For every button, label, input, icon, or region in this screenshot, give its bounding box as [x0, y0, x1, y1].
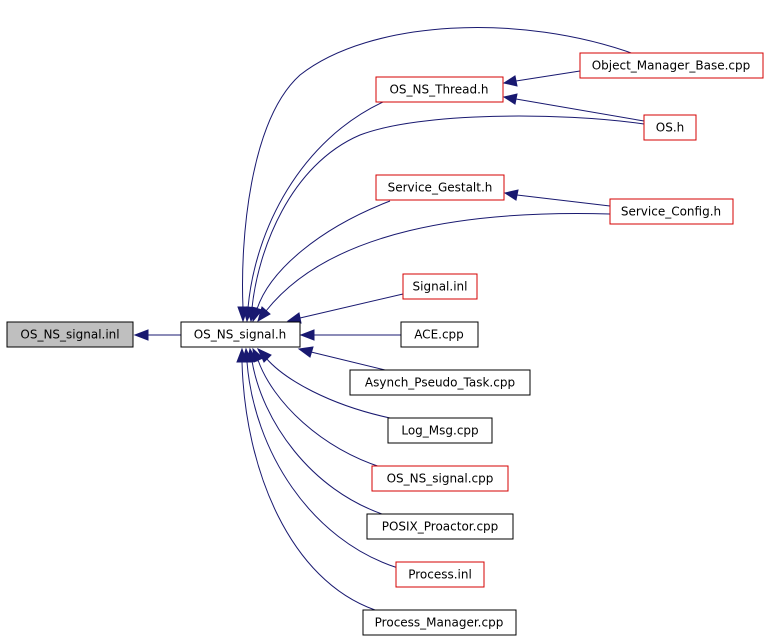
node-process-manager-cpp[interactable]: Process_Manager.cpp [362, 609, 517, 636]
node-os-ns-signal-h[interactable]: OS_NS_signal.h [180, 321, 301, 348]
edges [133, 27, 645, 611]
node-label: Process_Manager.cpp [375, 616, 504, 630]
edge-service-config-to-hub [265, 213, 611, 312]
edge-ace-to-hub-arrowhead [299, 329, 315, 341]
edge-signal-inl-to-hub [299, 293, 404, 319]
node-service-gestalt-h[interactable]: Service_Gestalt.h [375, 174, 505, 201]
node-process-inl[interactable]: Process.inl [395, 561, 485, 588]
edge-os-ns-signal-cpp-to-hub [257, 359, 391, 471]
node-label: POSIX_Proactor.cpp [382, 520, 499, 534]
edge-service-config-to-service-gestalt [516, 194, 611, 207]
edge-object-manager-base-to-os-ns-thread [515, 70, 581, 82]
node-label: Process.inl [408, 568, 472, 582]
node-ace-cpp[interactable]: ACE.cpp [400, 321, 479, 348]
node-log-msg-cpp[interactable]: Log_Msg.cpp [387, 417, 493, 444]
edge-os-h-to-os-ns-thread-arrowhead [502, 93, 518, 105]
edge-service-gestalt-to-hub-arrowhead [251, 306, 263, 323]
node-label: OS.h [656, 121, 684, 135]
edge-process-manager-to-hub [241, 361, 376, 611]
edge-object-manager-base-to-hub [242, 27, 638, 309]
edge-log-msg-to-hub-arrowhead [256, 347, 272, 363]
edge-os-h-to-os-ns-thread [515, 98, 645, 122]
node-label: Log_Msg.cpp [401, 424, 478, 438]
node-os-h[interactable]: OS.h [643, 114, 697, 141]
edge-hub-to-root-arrowhead [133, 329, 149, 341]
node-posix-proactor-cpp[interactable]: POSIX_Proactor.cpp [366, 513, 514, 540]
edge-os-h-to-hub [251, 115, 645, 309]
edge-service-config-to-service-gestalt-arrowhead [503, 189, 519, 201]
edge-log-msg-to-hub [265, 357, 391, 419]
edge-process-inl-to-hub [246, 361, 399, 569]
edge-asynch-pseudo-task-to-hub [310, 351, 386, 371]
node-signal-inl[interactable]: Signal.inl [402, 273, 478, 300]
node-label: Service_Config.h [621, 205, 721, 219]
edge-service-config-to-hub-arrowhead [257, 306, 271, 323]
edge-posix-proactor-to-hub [251, 360, 386, 516]
node-label: Asynch_Pseudo_Task.cpp [365, 376, 515, 390]
node-service-config-h[interactable]: Service_Config.h [609, 198, 734, 225]
node-label: Object_Manager_Base.cpp [592, 59, 751, 73]
node-object-manager-base-cpp[interactable]: Object_Manager_Base.cpp [579, 52, 764, 79]
node-label: OS_NS_signal.inl [20, 328, 119, 342]
node-label: Signal.inl [413, 280, 468, 294]
edge-asynch-pseudo-task-to-hub-arrowhead [297, 346, 314, 358]
node-asynch-pseudo-task-cpp[interactable]: Asynch_Pseudo_Task.cpp [349, 369, 531, 396]
node-label: Service_Gestalt.h [388, 181, 493, 195]
node-label: OS_NS_signal.h [194, 328, 287, 342]
node-os-ns-thread-h[interactable]: OS_NS_Thread.h [375, 76, 504, 103]
edge-os-ns-thread-to-hub [247, 100, 386, 309]
edge-service-gestalt-to-hub [256, 200, 391, 310]
node-os-ns-signal-inl[interactable]: OS_NS_signal.inl [6, 321, 134, 348]
node-label: ACE.cpp [414, 328, 464, 342]
edge-process-manager-to-hub-arrowhead [236, 347, 248, 363]
node-label: OS_NS_Thread.h [389, 83, 488, 97]
edge-object-manager-base-to-os-ns-thread-arrowhead [502, 75, 518, 87]
node-label: OS_NS_signal.cpp [387, 472, 494, 486]
node-os-ns-signal-cpp[interactable]: OS_NS_signal.cpp [371, 465, 509, 492]
